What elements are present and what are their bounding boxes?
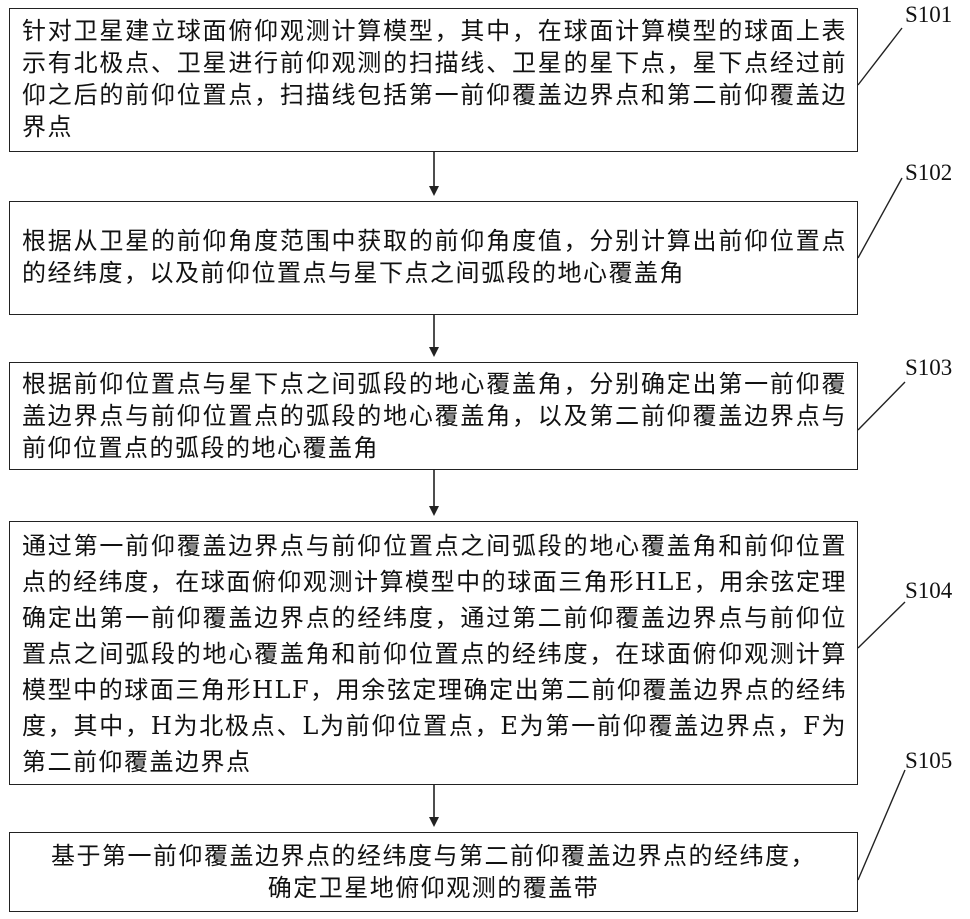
step-label-s104: S104 [905,578,952,604]
step-text-s103: 根据前仰位置点与星下点之间弧段的地心覆盖角，分别确定出第一前仰覆盖边界点与前仰位… [22,368,847,464]
leader-line-s104 [858,602,905,648]
step-box-s101: 针对卫星建立球面俯仰观测计算模型，其中，在球面计算模型的球面上表示有北极点、卫星… [9,8,858,152]
step-label-s102: S102 [905,160,952,186]
step-box-s105: 基于第一前仰覆盖边界点的经纬度与第二前仰覆盖边界点的经纬度，确定卫星地俯仰观测的… [9,832,858,912]
leader-line-s102 [858,178,902,258]
leader-line-s105 [858,770,905,880]
step-label-s105: S105 [905,748,952,774]
leader-line-s103 [858,382,905,430]
step-box-s102: 根据从卫星的前仰角度范围中获取的前仰角度值，分别计算出前仰位置点的经纬度，以及前… [9,201,858,315]
step-label-s101: S101 [905,2,952,28]
step-label-s103: S103 [905,355,952,381]
step-box-s104: 通过第一前仰覆盖边界点与前仰位置点之间弧段的地心覆盖角和前仰位置点的经纬度，在球… [9,521,858,785]
leader-line-s101 [858,28,902,85]
step-text-s101: 针对卫星建立球面俯仰观测计算模型，其中，在球面计算模型的球面上表示有北极点、卫星… [22,15,847,143]
step-text-s105: 基于第一前仰覆盖边界点的经纬度与第二前仰覆盖边界点的经纬度，确定卫星地俯仰观测的… [50,840,817,904]
step-text-s104: 通过第一前仰覆盖边界点与前仰位置点之间弧段的地心覆盖角和前仰位置点的经纬度，在球… [22,528,847,780]
step-box-s103: 根据前仰位置点与星下点之间弧段的地心覆盖角，分别确定出第一前仰覆盖边界点与前仰位… [9,362,858,470]
step-text-s102: 根据从卫星的前仰角度范围中获取的前仰角度值，分别计算出前仰位置点的经纬度，以及前… [22,225,847,289]
